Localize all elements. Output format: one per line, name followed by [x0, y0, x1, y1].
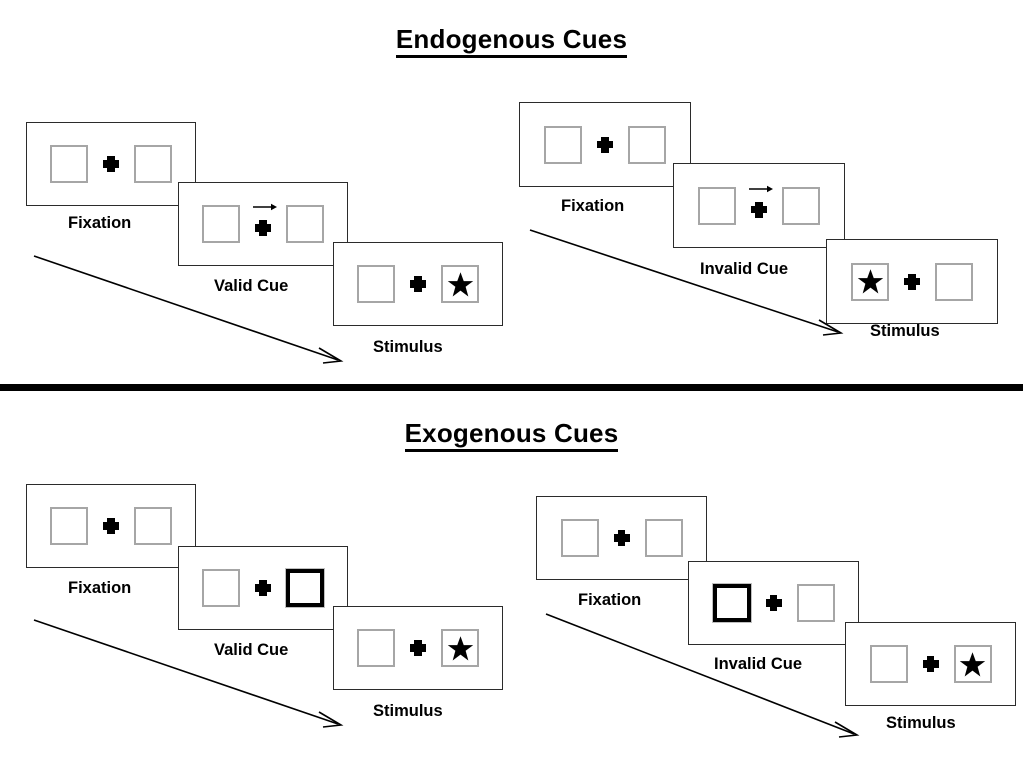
panel-content: [869, 645, 992, 683]
section-title-exogenous: Exogenous Cues: [0, 418, 1023, 452]
panel-exogenous-invalid-fixation: [536, 496, 707, 580]
panel-endogenous-invalid-cue: [673, 163, 845, 248]
panel-exogenous-invalid-cue: [688, 561, 859, 645]
target-box-right: [953, 645, 992, 683]
panel-content: [202, 203, 324, 243]
caption-exogenous-valid-cue: Valid Cue: [214, 641, 289, 659]
cue-group: [749, 185, 773, 218]
panel-content: [851, 262, 973, 301]
placeholder-box-right: [628, 125, 666, 164]
fixation-cross-icon: [764, 593, 784, 613]
caption-endogenous-valid-stimulus: Stimulus: [373, 338, 443, 356]
placeholder-box-left: [50, 507, 88, 545]
caption-exogenous-valid-stimulus: Stimulus: [373, 702, 443, 720]
panel-content: [50, 145, 172, 183]
placeholder-box-left: [357, 265, 395, 303]
cued-box-left: [712, 584, 751, 622]
section-title-endogenous: Endogenous Cues: [0, 24, 1023, 58]
target-box-right: [441, 629, 479, 667]
panel-exogenous-valid-cue: [178, 546, 348, 630]
panel-content: [560, 519, 683, 557]
placeholder-box-left: [560, 519, 599, 557]
placeholder-box-left: [544, 125, 582, 164]
fixation-cross-icon: [408, 638, 428, 658]
caption-endogenous-invalid-stimulus: Stimulus: [870, 322, 940, 340]
target-box-right: [441, 265, 479, 303]
black-star-icon: [959, 651, 986, 677]
caption-exogenous-invalid-fixation: Fixation: [578, 591, 642, 609]
caption-exogenous-invalid-stimulus: Stimulus: [886, 714, 956, 732]
caption-exogenous-valid-fixation: Fixation: [68, 579, 132, 597]
panel-content: [544, 125, 666, 164]
timeline-arrow-exogenous-valid: [33, 619, 344, 728]
fixation-cross-icon: [408, 274, 428, 294]
placeholder-box-left: [202, 205, 240, 243]
right-arrow-cue-icon: [749, 185, 773, 192]
panel-exogenous-valid-stimulus: [333, 606, 503, 690]
caption-endogenous-invalid-fixation: Fixation: [561, 197, 625, 215]
right-arrow-cue-icon: [253, 203, 277, 211]
placeholder-box-left: [202, 569, 240, 607]
panel-exogenous-invalid-stimulus: [845, 622, 1016, 706]
caption-endogenous-valid-cue: Valid Cue: [214, 277, 289, 295]
caption-exogenous-invalid-cue: Invalid Cue: [714, 655, 803, 673]
fixation-cross-icon: [921, 654, 941, 674]
placeholder-box-right: [796, 584, 835, 622]
panel-endogenous-valid-fixation: [26, 122, 196, 206]
fixation-cross-icon: [253, 218, 273, 238]
panel-content: [712, 584, 835, 622]
black-star-icon: [447, 271, 473, 297]
placeholder-box-left: [698, 186, 736, 225]
fixation-cross-icon: [612, 528, 632, 548]
placeholder-box-left: [357, 629, 395, 667]
panel-content: [357, 265, 479, 303]
panel-endogenous-invalid-stimulus: [826, 239, 998, 324]
fixation-cross-icon: [595, 135, 615, 155]
panel-endogenous-valid-stimulus: [333, 242, 503, 326]
section-title-endogenous-text: Endogenous Cues: [395, 24, 628, 58]
caption-endogenous-invalid-cue: Invalid Cue: [700, 260, 789, 278]
fixation-cross-icon: [902, 272, 922, 292]
caption-endogenous-valid-fixation: Fixation: [68, 214, 132, 232]
target-box-left: [851, 262, 889, 301]
black-star-icon: [857, 269, 883, 294]
fixation-cross-icon: [101, 516, 121, 536]
placeholder-box-right: [134, 145, 172, 183]
cue-group: [253, 203, 277, 236]
panel-exogenous-valid-fixation: [26, 484, 196, 568]
panel-content: [698, 185, 820, 225]
fixation-cross-icon: [749, 200, 769, 220]
timeline-arrow-endogenous-valid: [33, 255, 344, 364]
placeholder-box-right: [935, 262, 973, 301]
panel-content: [357, 629, 479, 667]
placeholder-box-right: [286, 205, 324, 243]
panel-endogenous-invalid-fixation: [519, 102, 691, 187]
black-star-icon: [447, 635, 473, 661]
placeholder-box-right: [134, 507, 172, 545]
panel-content: [202, 569, 324, 607]
panel-content: [50, 507, 172, 545]
placeholder-box-right: [644, 519, 683, 557]
placeholder-box-left: [50, 145, 88, 183]
placeholder-box-left: [869, 645, 908, 683]
placeholder-box-right: [782, 186, 820, 225]
fixation-cross-icon: [253, 578, 273, 598]
section-divider-rule: [0, 384, 1023, 391]
fixation-cross-icon: [101, 154, 121, 174]
panel-endogenous-valid-cue: [178, 182, 348, 266]
section-title-exogenous-text: Exogenous Cues: [404, 418, 619, 452]
cued-box-right: [286, 569, 324, 607]
